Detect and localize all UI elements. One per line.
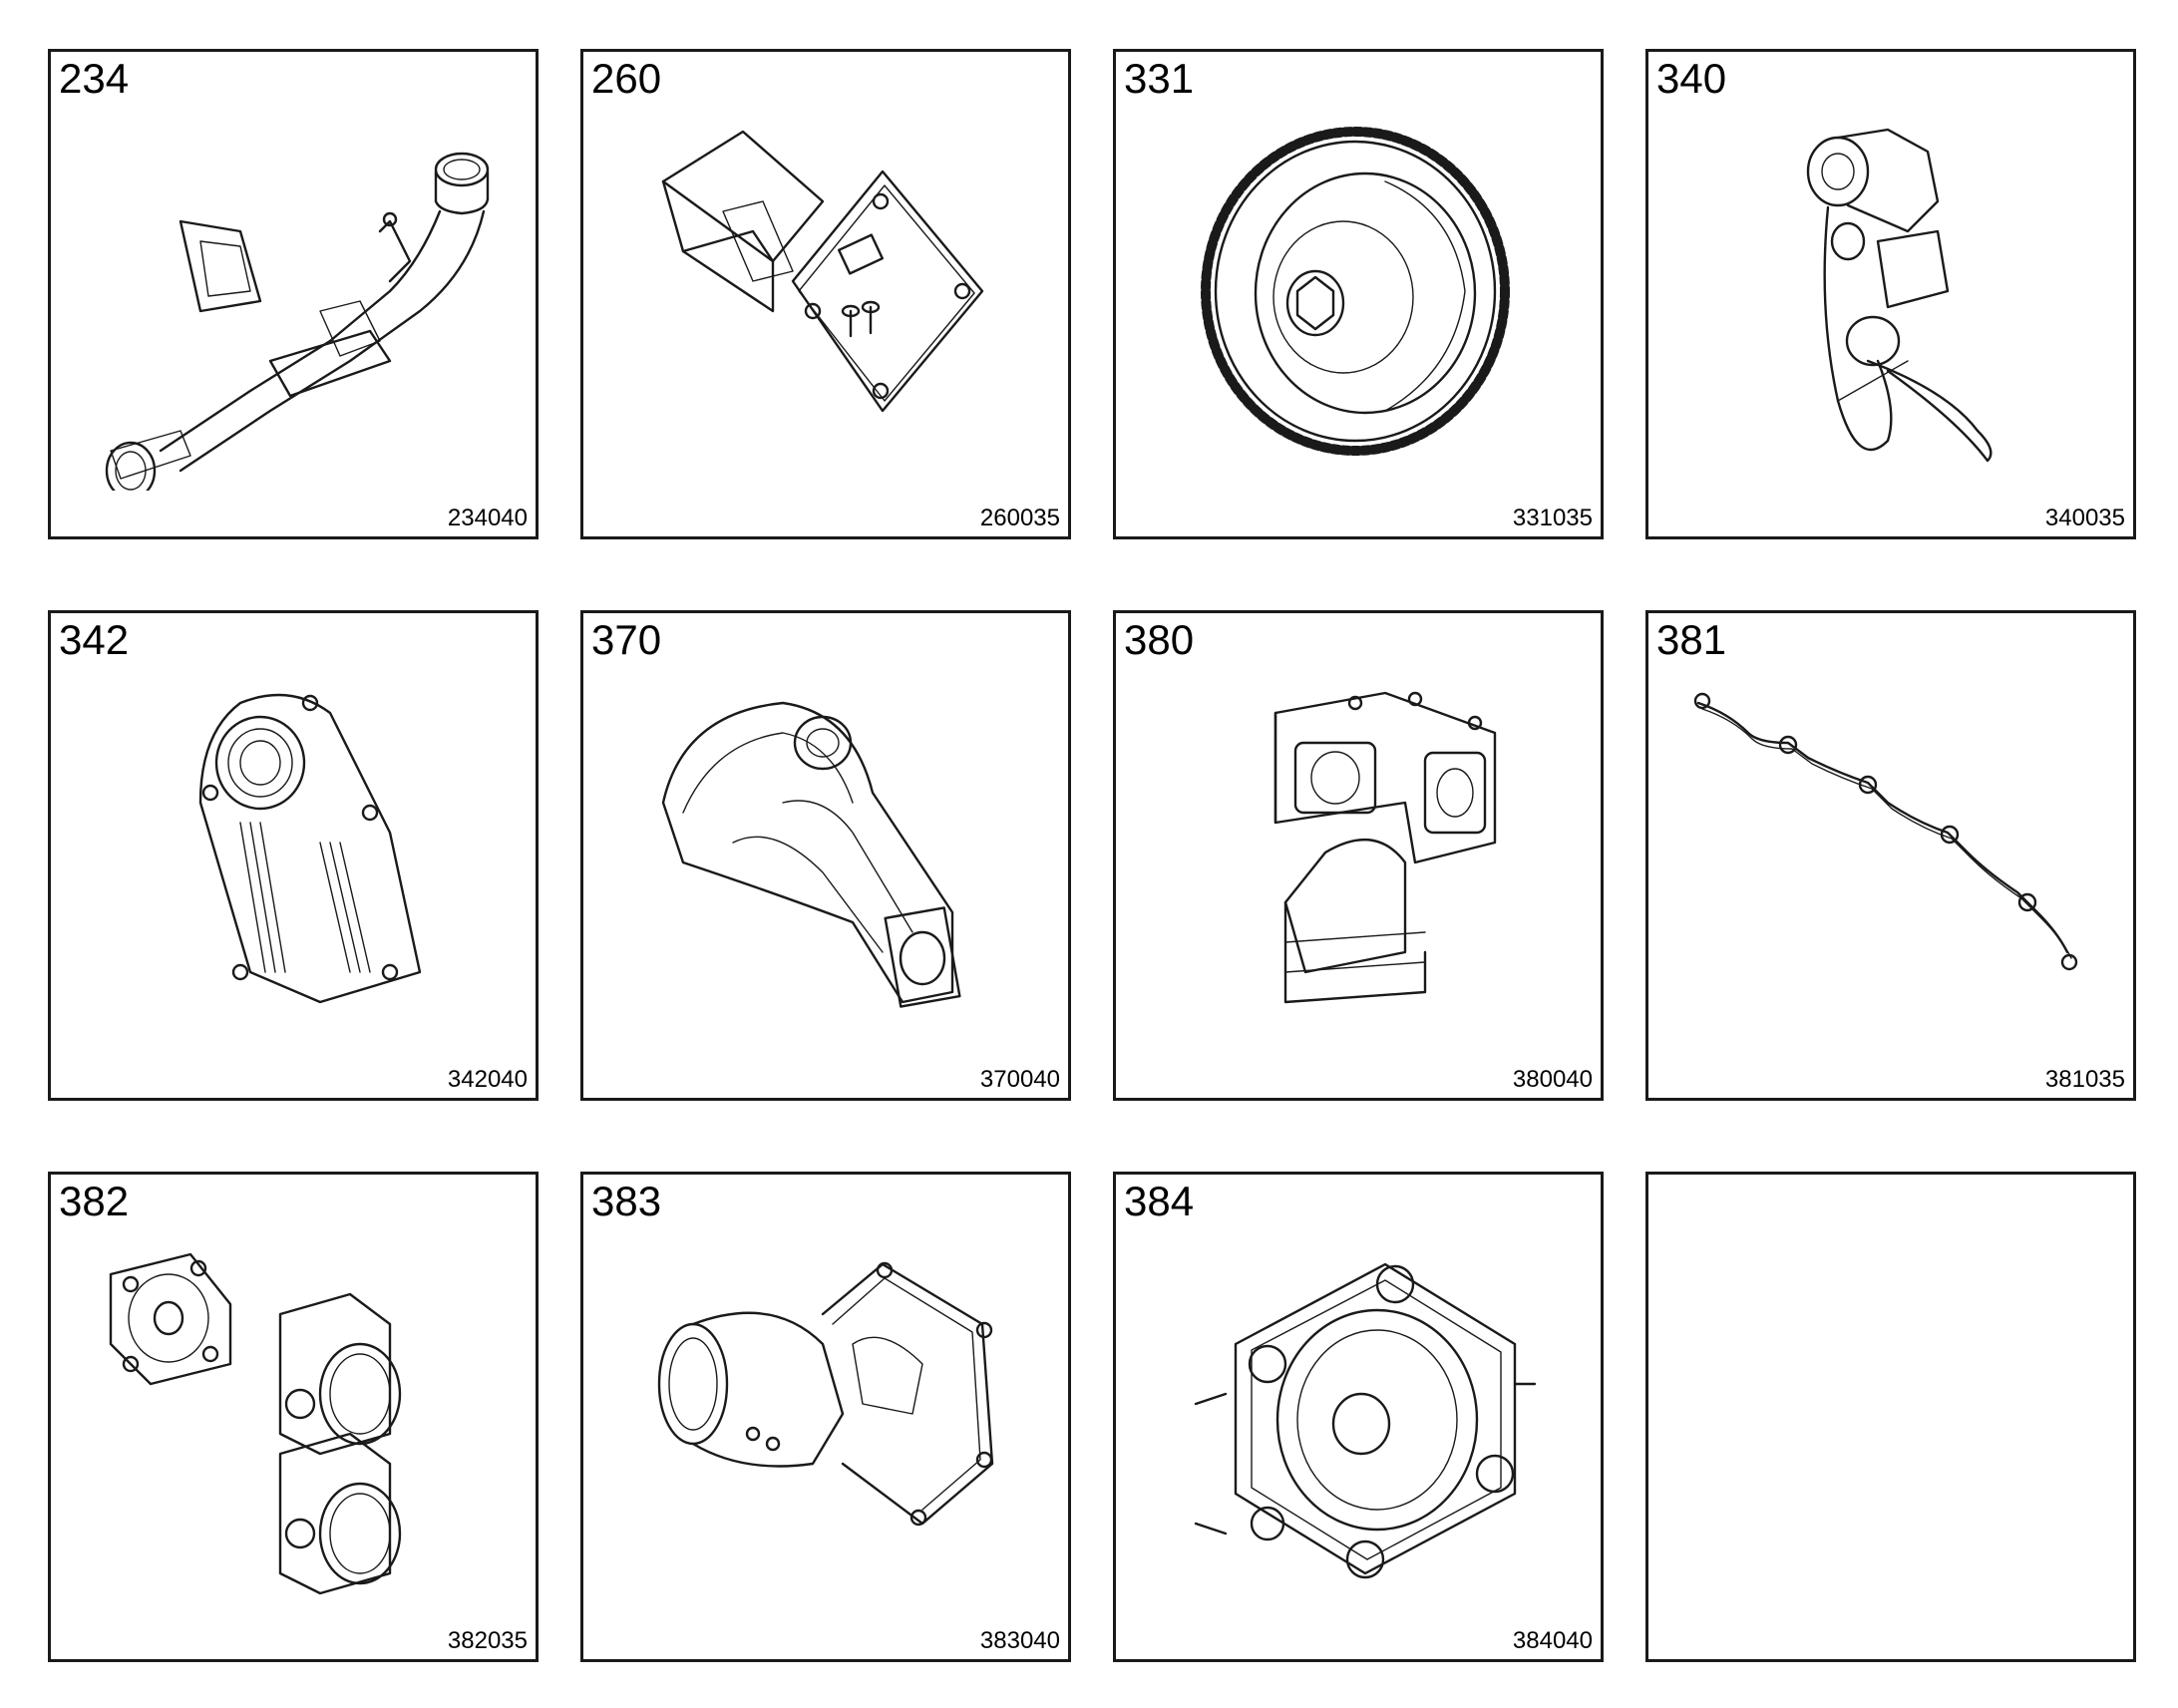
cylinder-cover-set-icon	[91, 1234, 502, 1613]
part-cell-381[interactable]: 381 381035	[1645, 610, 2136, 1101]
part-code: 370040	[979, 1066, 1060, 1093]
mounting-bracket-plate-icon	[623, 112, 1034, 491]
part-code: 260035	[979, 505, 1060, 531]
part-number: 382	[59, 1178, 130, 1224]
manifold-block-icon	[1156, 673, 1567, 1052]
part-code: 384040	[1512, 1627, 1593, 1654]
part-cell-342[interactable]: 342 342040	[48, 610, 539, 1101]
part-cell-382[interactable]: 382 382035	[48, 1172, 539, 1662]
intake-pipe-assembly-icon	[91, 112, 502, 501]
part-code: 331035	[1512, 505, 1593, 531]
part-number: 384	[1124, 1178, 1195, 1224]
part-cell-370[interactable]: 370 370040	[580, 610, 1071, 1101]
part-cell-234[interactable]: 234 234040	[48, 49, 539, 539]
belt-drive-assembly-icon	[1688, 112, 2099, 491]
part-cell-380[interactable]: 380 380040	[1113, 610, 1604, 1101]
part-code: 234040	[447, 505, 528, 531]
part-number: 234	[59, 55, 130, 102]
part-cell-384[interactable]: 384 384040	[1113, 1172, 1604, 1662]
housing-duct-icon	[623, 673, 1034, 1052]
elbow-flange-icon	[623, 1234, 1034, 1613]
part-cell-331[interactable]: 331 331035	[1113, 49, 1604, 539]
part-number: 380	[1124, 616, 1195, 663]
part-code: 383040	[979, 1627, 1060, 1654]
part-code: 380040	[1512, 1066, 1593, 1093]
part-cell-383[interactable]: 383 383040	[580, 1172, 1071, 1662]
part-cell-340[interactable]: 340 340035	[1645, 49, 2136, 539]
part-cell-260[interactable]: 260 260035	[580, 49, 1071, 539]
timing-cover-icon	[91, 673, 502, 1052]
part-cell-empty	[1645, 1172, 2136, 1662]
part-number: 381	[1656, 616, 1727, 663]
gear-wheel-icon	[1156, 112, 1567, 491]
part-number: 383	[591, 1178, 662, 1224]
part-number: 260	[591, 55, 662, 102]
part-number: 331	[1124, 55, 1195, 102]
part-code: 381035	[2044, 1066, 2125, 1093]
part-code: 382035	[447, 1627, 528, 1654]
part-number: 370	[591, 616, 662, 663]
part-code: 340035	[2044, 505, 2125, 531]
part-number: 340	[1656, 55, 1727, 102]
cover-plate-icon	[1156, 1234, 1567, 1613]
wiring-harness-icon	[1688, 673, 2099, 1052]
part-code: 342040	[447, 1066, 528, 1093]
part-number: 342	[59, 616, 130, 663]
